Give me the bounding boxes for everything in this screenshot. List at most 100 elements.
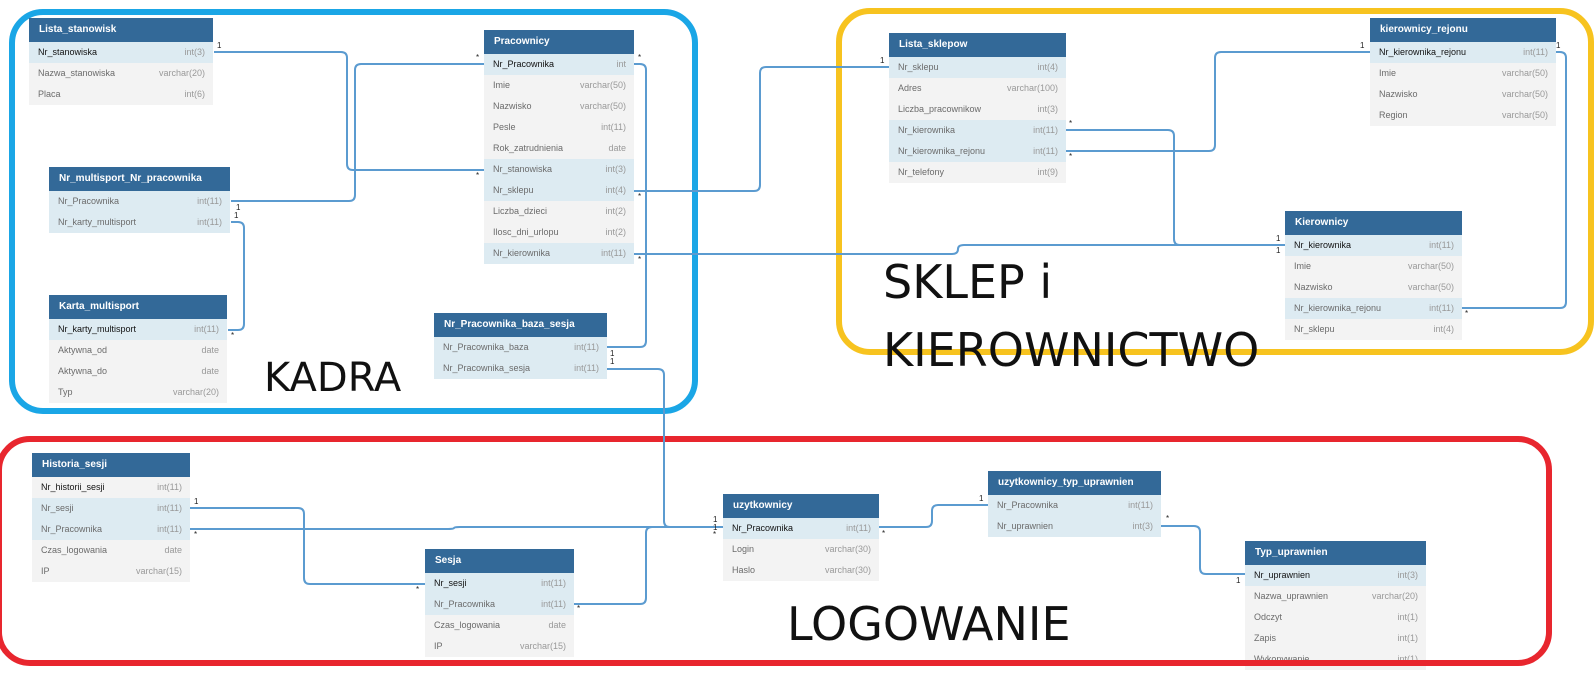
column-type: int(11) xyxy=(157,482,182,492)
relation-uzytkownik-typ xyxy=(879,504,988,528)
column-name: Nazwa_uprawnien xyxy=(1254,591,1329,601)
column-name: Nr_stanowiska xyxy=(493,164,553,174)
column-name: Imie xyxy=(1294,261,1312,271)
column-name: Nr_sesji xyxy=(41,503,74,513)
table-nr-pracownika-baza-sesja[interactable]: Nr_Pracownika_baza_sesja Nr_Pracownika_b… xyxy=(434,313,607,379)
table-title: Nr_multisport_Nr_pracownika xyxy=(49,167,230,191)
region-sklep-frame xyxy=(836,8,1594,355)
column-name: Nr_kierownika_rejonu xyxy=(1294,303,1382,313)
relation-rejon-kierownik xyxy=(1462,51,1567,309)
column-name: Typ xyxy=(58,387,73,397)
column-type: int(3) xyxy=(1397,570,1418,580)
table-title: kierownicy_rejonu xyxy=(1370,18,1556,42)
cardinality-label: 1 xyxy=(610,357,615,366)
column-name: Adres xyxy=(898,83,922,93)
column-name: Haslo xyxy=(732,565,756,575)
cardinality-label: 1 xyxy=(713,523,718,532)
column-name: Nr_uprawnien xyxy=(997,521,1054,531)
column-name: Nr_Pracownika xyxy=(732,523,794,533)
region-sklep-label-line1: SKLEP i xyxy=(883,255,1053,309)
column-type: int(11) xyxy=(157,524,182,534)
region-sklep-label-line2: KIEROWNICTWO xyxy=(883,323,1260,377)
table-nr-multisport[interactable]: Nr_multisport_Nr_pracownika Nr_Pracownik… xyxy=(49,167,230,233)
column-type: varchar(50) xyxy=(579,80,626,90)
column-name: Nr_kierownika_rejonu xyxy=(1379,47,1467,57)
column-type: int(11) xyxy=(574,363,599,373)
column-name: Aktywna_do xyxy=(58,366,108,376)
column-type: int(4) xyxy=(605,185,626,195)
column-name: Nazwisko xyxy=(493,101,532,111)
cardinality-label: * xyxy=(577,604,580,613)
column-type: int(4) xyxy=(1037,62,1058,72)
column-name: Nr_Pracownika xyxy=(493,59,555,69)
cardinality-label: * xyxy=(1166,514,1169,523)
